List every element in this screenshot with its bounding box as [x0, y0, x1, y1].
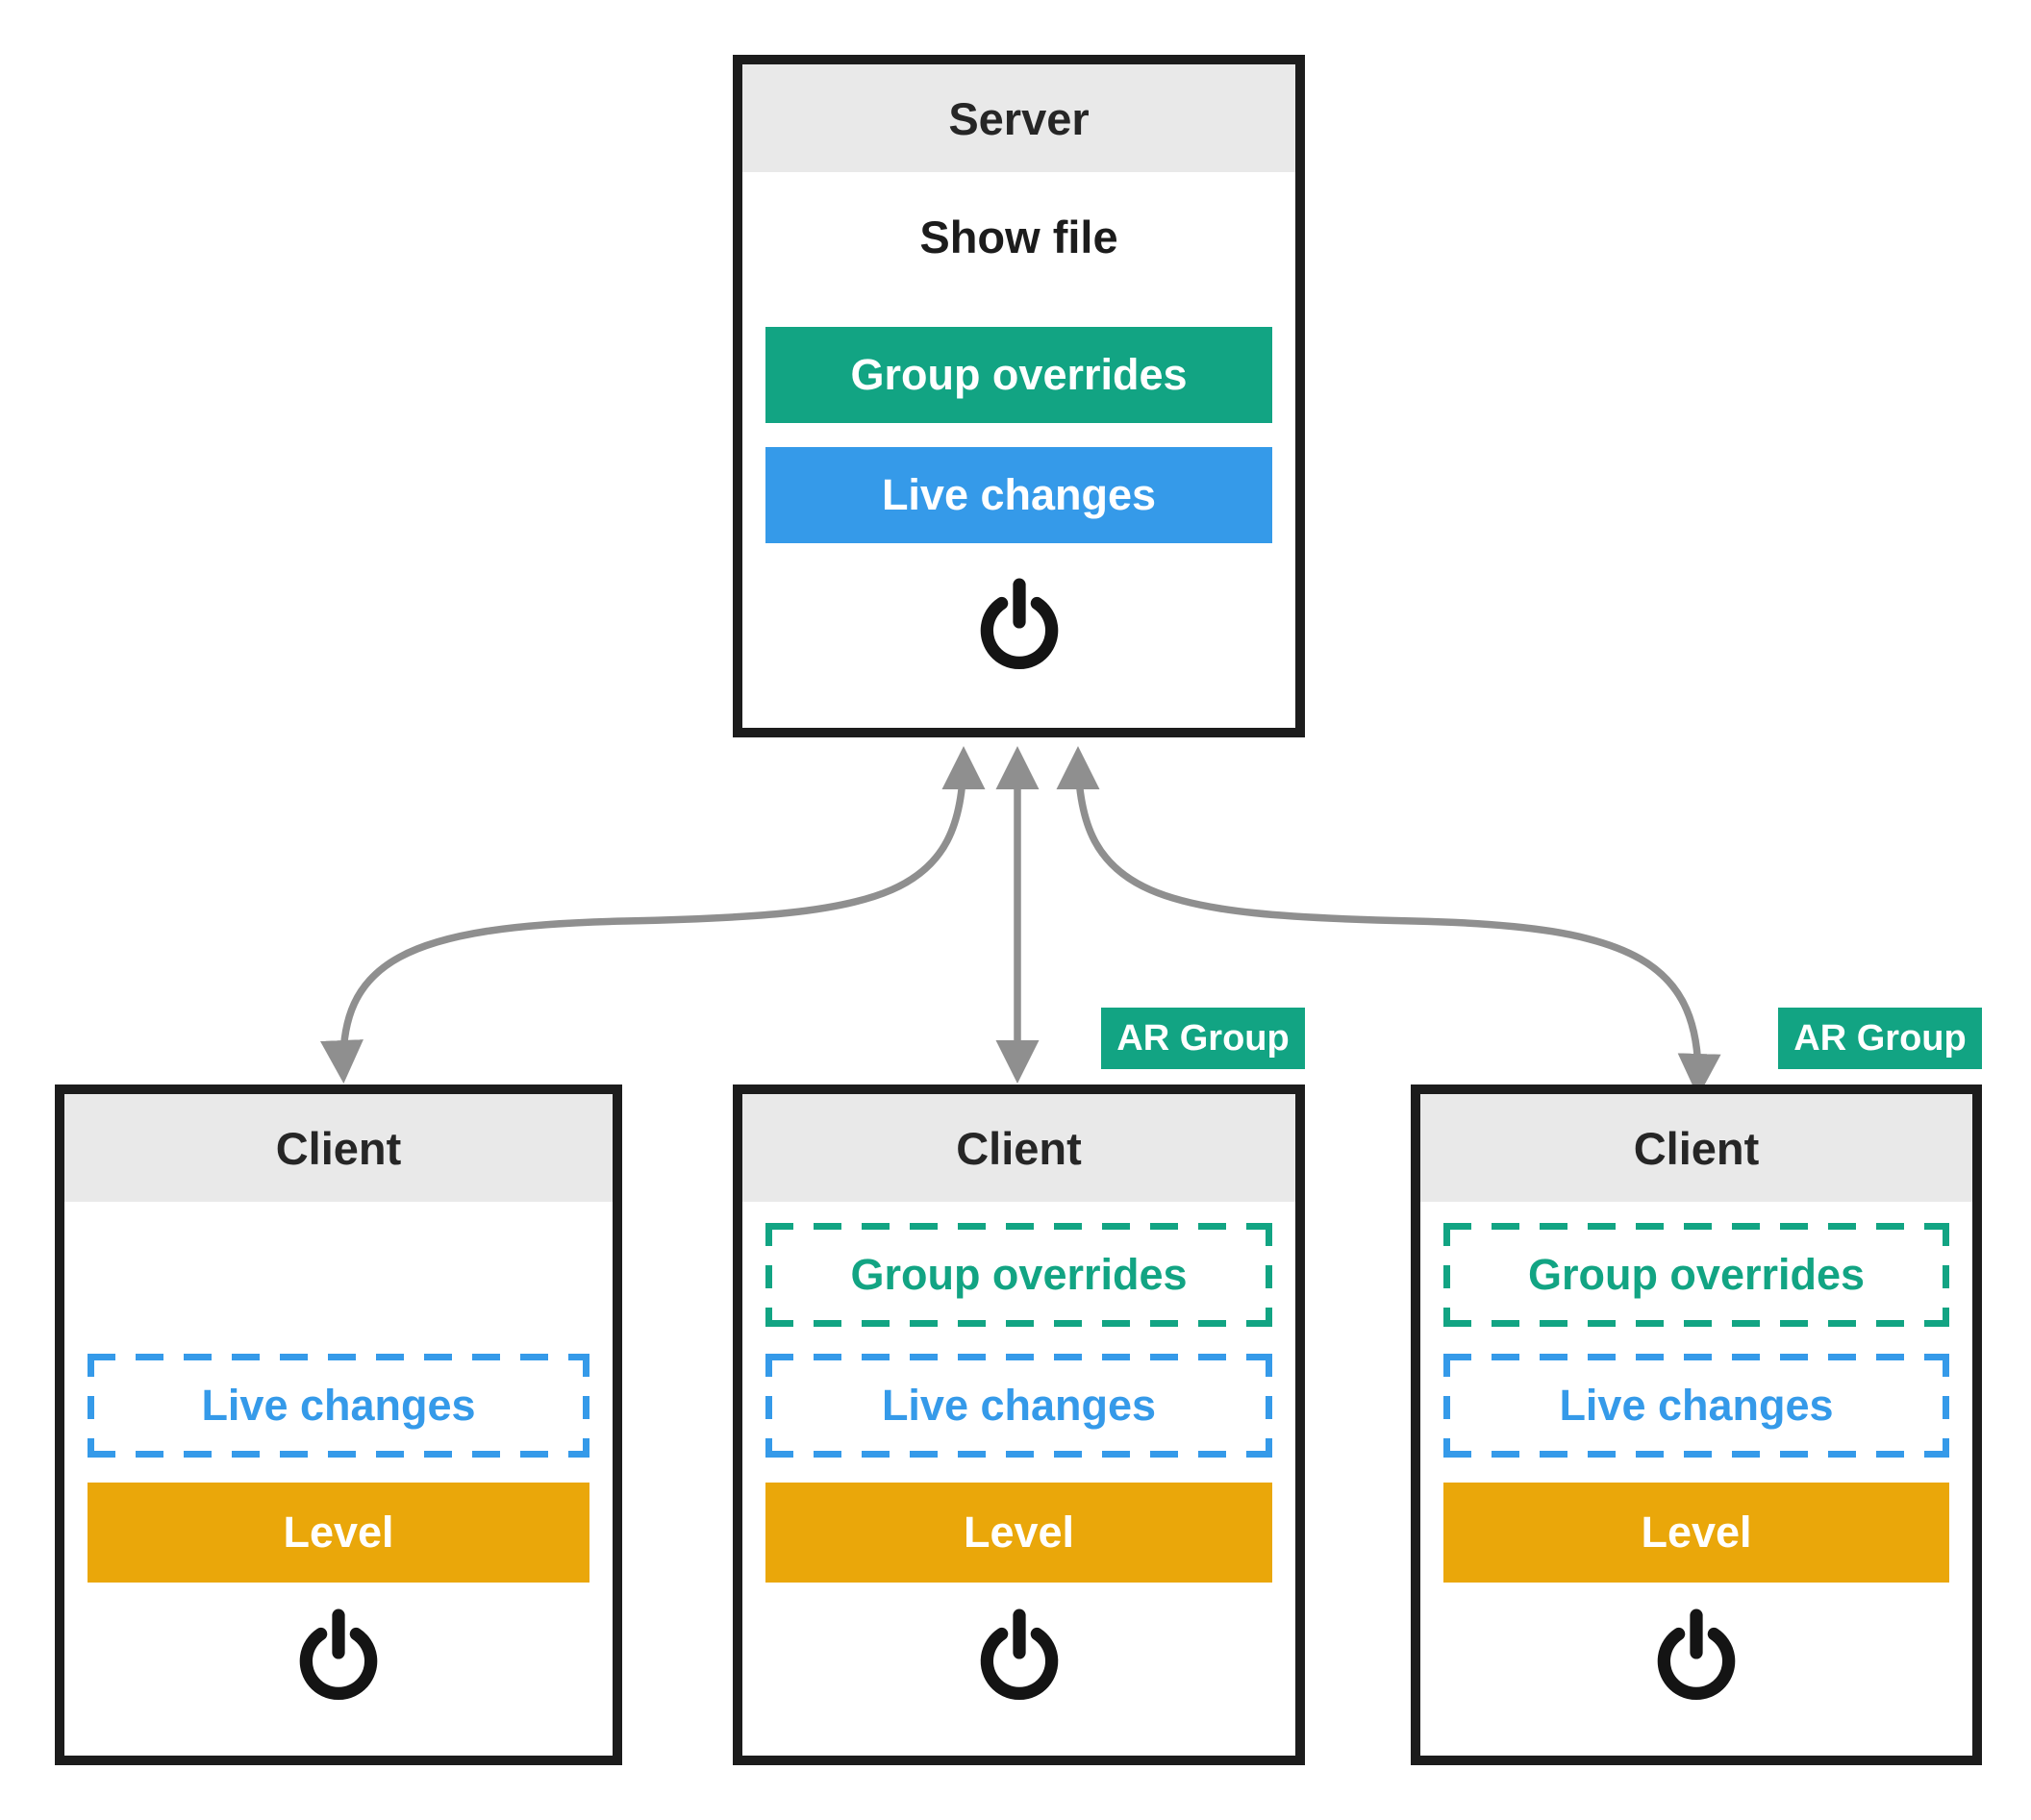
client-title: Client [1633, 1122, 1760, 1174]
client3-live-changes-placeholder: Live changes [1443, 1354, 1949, 1458]
client-header: Client [64, 1094, 613, 1202]
client1-live-changes-placeholder: Live changes [88, 1354, 589, 1458]
client3-level-bar: Level [1443, 1483, 1949, 1583]
power-icon [1657, 1608, 1736, 1701]
client2-live-changes-placeholder: Live changes [765, 1354, 1272, 1458]
show-file-label: Show file [919, 212, 1118, 262]
client-title: Client [956, 1122, 1082, 1174]
client-header: Client [1420, 1094, 1972, 1202]
client-box-2: Client Group overrides Live changes Leve… [733, 1085, 1305, 1765]
client2-level-bar: Level [765, 1483, 1272, 1583]
power-icon [980, 578, 1058, 670]
server-live-changes-bar: Live changes [765, 447, 1272, 543]
server-group-overrides-bar: Group overrides [765, 327, 1272, 423]
power-icon [980, 1608, 1058, 1701]
client2-group-overrides-placeholder: Group overrides [765, 1223, 1272, 1327]
server-header: Server [742, 64, 1295, 172]
arrow-client1-server [320, 746, 986, 1084]
ar-group-badge: AR Group [1778, 1008, 1982, 1069]
ar-group-badge: AR Group [1101, 1008, 1305, 1069]
client3-group-overrides-placeholder: Group overrides [1443, 1223, 1949, 1327]
client-header: Client [742, 1094, 1295, 1202]
client-box-1: Client Live changes Level [55, 1085, 622, 1765]
client-title: Client [275, 1122, 402, 1174]
server-box: Server Show file Group overrides Live ch… [733, 55, 1305, 737]
client1-level-bar: Level [88, 1483, 589, 1583]
client-box-3: Client Group overrides Live changes Leve… [1411, 1085, 1982, 1765]
server-title: Server [948, 92, 1090, 144]
power-icon [299, 1608, 378, 1701]
